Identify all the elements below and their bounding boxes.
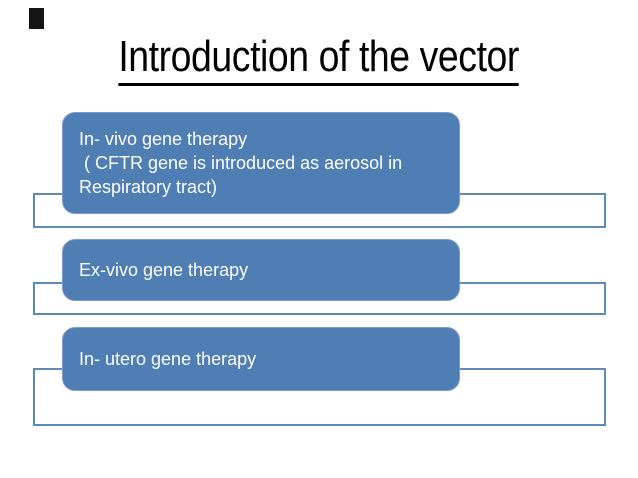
- black-corner-mark: [29, 8, 44, 29]
- list-box-invivo: In- vivo gene therapy ( CFTR gene is int…: [62, 112, 460, 214]
- list-box-invivo-label: In- vivo gene therapy: [79, 129, 248, 149]
- title-area: Introduction of the vector: [0, 32, 638, 86]
- list-box-exvivo: Ex-vivo gene therapy: [62, 239, 460, 301]
- list-box-inutero-label: In- utero gene therapy: [79, 349, 257, 369]
- list-box-invivo-detail: ( CFTR gene is introduced as aerosol in …: [79, 153, 408, 197]
- list-box-inutero: In- utero gene therapy: [62, 327, 460, 391]
- page-title: Introduction of the vector: [118, 32, 520, 86]
- list-box-exvivo-label: Ex-vivo gene therapy: [79, 260, 249, 280]
